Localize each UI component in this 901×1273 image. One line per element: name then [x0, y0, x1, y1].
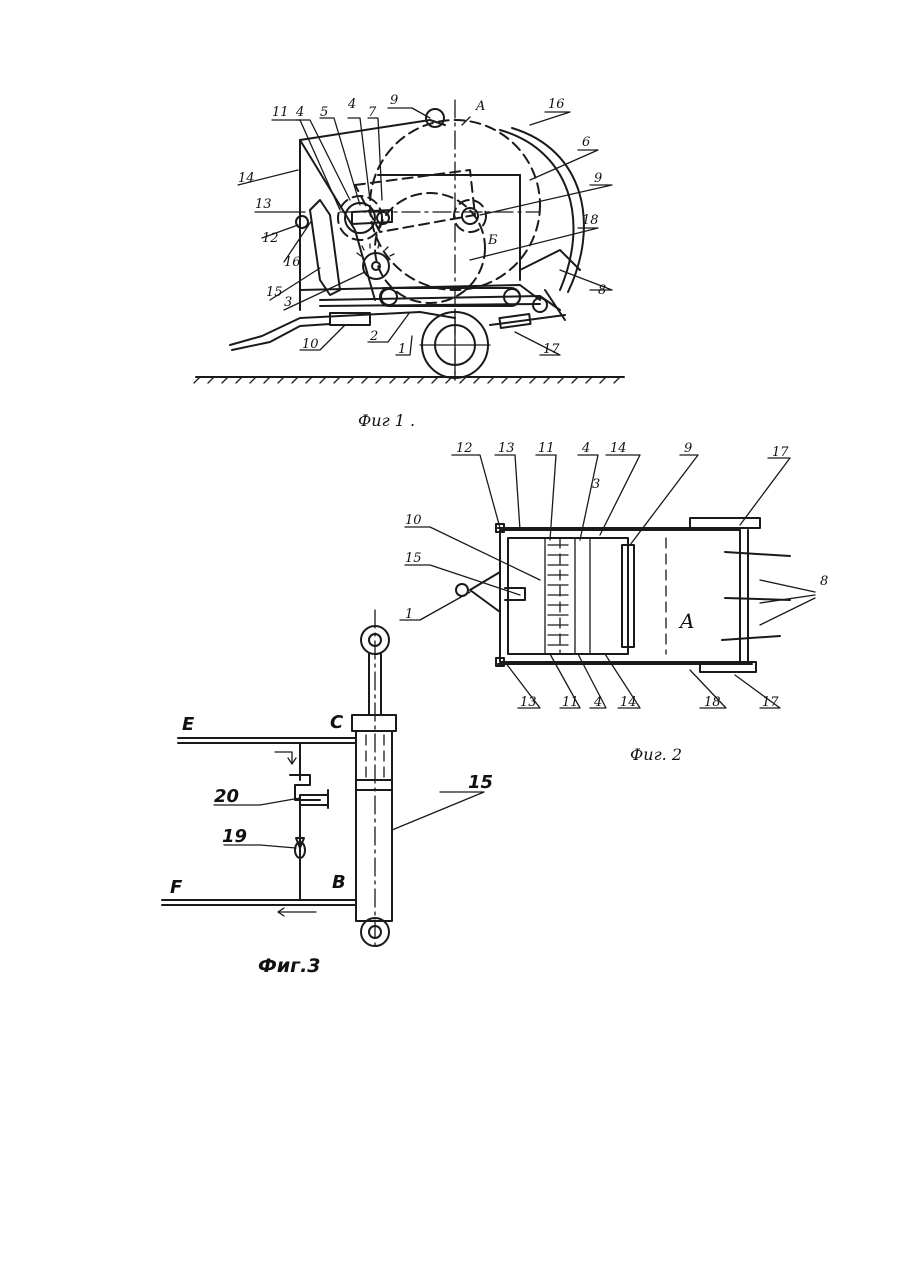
fig1-label-16: 16	[284, 255, 301, 270]
fig2-label-13-bottom: 13	[520, 695, 537, 710]
fig2-label-17-bottom: 17	[762, 695, 779, 710]
fig1-label-3: 3	[284, 295, 292, 310]
fig3-label-19: 19	[222, 826, 247, 847]
fig3-label-E: E	[182, 714, 195, 735]
fig2-label-18: 18	[704, 695, 721, 710]
fig1-label-13: 13	[255, 197, 272, 212]
fig1-label-2: 2	[369, 329, 378, 344]
fig2-label-12: 12	[456, 441, 473, 456]
fig3-leader-lines	[214, 792, 484, 848]
figure-2: 12 13 11 4 14 9 17 3 10 15 1 8 A 13 11 4…	[400, 441, 828, 764]
fig1-label-A: A	[475, 99, 485, 114]
fig3-label-20: 20	[214, 786, 239, 807]
fig2-label-4-bottom: 4	[593, 695, 602, 710]
fig1-cylinder-17	[490, 314, 565, 328]
fig1-rear-gate-16	[500, 128, 584, 320]
fig1-label-9-top: 9	[390, 93, 398, 108]
fig1-label-15: 15	[266, 285, 283, 300]
fig3-hydraulic-cylinder-15	[352, 610, 396, 950]
fig2-label-8: 8	[820, 574, 828, 589]
fig1-label-7: 7	[368, 105, 377, 120]
fig1-label-14: 14	[238, 171, 255, 186]
fig2-label-9: 9	[684, 441, 692, 456]
fig2-label-3: 3	[592, 477, 600, 492]
fig3-valve-20	[290, 775, 328, 808]
fig1-label-6: 6	[582, 135, 590, 150]
fig3-label-B: B	[332, 872, 346, 893]
fig2-caption: Фиг. 2	[630, 745, 682, 764]
fig1-label-12: 12	[262, 231, 279, 246]
fig2-label-4-top: 4	[581, 441, 590, 456]
fig3-label-15: 15	[468, 772, 493, 793]
fig2-labels: 12 13 11 4 14 9 17 3 10 15 1 8 A 13 11 4…	[405, 441, 828, 710]
fig1-label-8: 8	[598, 283, 606, 298]
fig1-label-11: 11	[272, 105, 289, 120]
fig3-hydraulic-lines	[162, 738, 356, 916]
fig2-leader-lines	[400, 455, 790, 708]
fig2-label-10: 10	[405, 513, 422, 528]
fig2-label-13-top: 13	[498, 441, 515, 456]
fig1-label-4b: 4	[347, 97, 356, 112]
fig1-label-16-top: 16	[548, 97, 565, 112]
fig1-label-17: 17	[543, 342, 560, 357]
fig2-label-A: A	[678, 609, 694, 633]
fig2-label-17-top: 17	[772, 445, 789, 460]
fig2-frame	[496, 524, 752, 666]
fig3-labels: E C 15 20 19 F B	[170, 712, 493, 898]
fig2-label-14-top: 14	[610, 441, 627, 456]
fig1-label-10: 10	[302, 337, 319, 352]
figure-1: 11 4 5 4 7 9 A 16 6 14 9 13 12 16 15 3 1…	[194, 93, 624, 430]
fig1-label-9: 9	[594, 171, 602, 186]
fig1-caption: Фиг 1 .	[358, 411, 415, 430]
fig1-label-B: Б	[487, 233, 498, 248]
fig3-label-C: C	[330, 712, 344, 733]
fig2-label-15: 15	[405, 551, 422, 566]
fig1-ground	[194, 377, 624, 383]
fig2-hitch	[456, 572, 525, 612]
fig1-label-1: 1	[398, 342, 406, 357]
fig2-rear-tines-8	[722, 552, 815, 640]
fig2-label-14-bottom: 14	[620, 695, 637, 710]
fig3-caption: Фиг.3	[258, 955, 321, 977]
fig2-label-1: 1	[405, 607, 413, 622]
fig2-cylinders-17	[690, 518, 760, 672]
fig3-label-F: F	[170, 877, 183, 898]
fig2-label-11-top: 11	[538, 441, 555, 456]
fig1-leader-lines	[238, 108, 612, 355]
fig1-label-5: 5	[320, 105, 328, 120]
fig1-label-4a: 4	[295, 105, 304, 120]
fig2-label-11-bottom: 11	[562, 695, 579, 710]
fig1-label-18: 18	[582, 213, 599, 228]
figure-3: E C 15 20 19 F B Фиг.3	[162, 610, 493, 977]
